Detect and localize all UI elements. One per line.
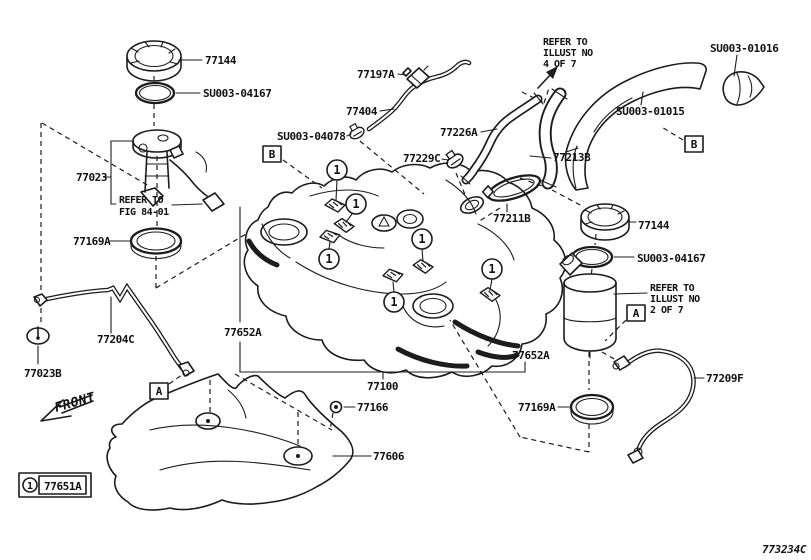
fuel-filter-drawing	[559, 252, 617, 359]
front-indicator-label: FRONT	[53, 390, 98, 416]
legend-marker-digit: 1	[27, 481, 33, 492]
cushion-marker: 1	[411, 228, 433, 250]
tank-bracket-lines	[239, 206, 526, 380]
cushion-markers: 1 1 1 1 1 1	[318, 159, 503, 313]
legend-box: 1 77651A	[18, 472, 92, 498]
protector-upper-drawing	[722, 71, 765, 106]
label-tank-cushion-right[interactable]: 77652A	[512, 349, 551, 362]
callout-a-right-label: A	[633, 307, 640, 320]
note-refer-illust4-line1: REFER TO	[543, 37, 588, 48]
marker-digit: 1	[333, 163, 340, 177]
cushion-marker: 1	[383, 291, 405, 313]
marker-digit: 1	[325, 252, 332, 266]
note-refer-illust2-line2: ILLUST NO	[650, 294, 700, 305]
grommet-drawing	[26, 326, 50, 345]
note-refer-fig-line1: REFER TO	[119, 195, 164, 206]
label-filler-ring[interactable]: 77211B	[493, 212, 532, 225]
shield-grommet-drawing	[329, 400, 343, 414]
note-refer-illust4-line2: ILLUST NO	[543, 48, 593, 59]
protector-outer-drawing	[564, 62, 707, 191]
label-protector-shield[interactable]: 77606	[373, 450, 405, 463]
note-refer-illust2-line1: REFER TO	[650, 283, 695, 294]
label-pump-ring-left[interactable]: 77169A	[73, 235, 112, 248]
tube-clamp-drawing	[345, 120, 367, 142]
diagram-code: 773234C	[762, 543, 807, 556]
label-fuel-cap-left[interactable]: 77144	[205, 54, 237, 67]
marker-digit: 1	[390, 295, 397, 309]
label-breather-tube[interactable]: 77204C	[97, 333, 135, 346]
heat-shield-drawing	[106, 373, 354, 511]
tank-cushion-strip	[475, 349, 520, 360]
callout-b-right[interactable]: B	[684, 135, 704, 153]
label-grommet[interactable]: 77023B	[24, 367, 63, 380]
tank-cushion-strip	[452, 319, 521, 349]
label-cap-gasket-left[interactable]: SU003-04167	[203, 87, 272, 100]
pump-ring-right-drawing	[569, 393, 615, 425]
fuel-tube-right-drawing	[612, 348, 696, 464]
marker-digit: 1	[418, 232, 425, 246]
cushion-marker: 1	[481, 258, 503, 280]
label-tube-connector[interactable]: 77197A	[357, 68, 396, 81]
label-breather-tube-upper[interactable]: 77404	[346, 105, 378, 118]
label-tank-cushion-left[interactable]: 77652A	[224, 326, 263, 339]
pump-ring-left-drawing	[129, 227, 183, 260]
label-fuel-cap-right[interactable]: 77144	[638, 219, 670, 232]
label-pump-ring-right[interactable]: 77169A	[518, 401, 557, 414]
label-filler-hose[interactable]: 77213B	[553, 151, 592, 164]
callout-a-right[interactable]: A	[626, 304, 646, 322]
front-direction-arrow	[40, 394, 94, 422]
legend-part-number[interactable]: 77651A	[44, 480, 83, 493]
label-protector-upper[interactable]: SU003-01016	[710, 42, 780, 55]
label-fuel-pump-assembly[interactable]: 77023	[76, 171, 108, 184]
label-shield-grommet[interactable]: 77166	[357, 401, 389, 414]
tube-connector-drawing	[402, 65, 430, 89]
tank-cushion-strip	[395, 346, 470, 369]
refer-illust-4-arrow	[537, 66, 558, 89]
label-tube-clamp[interactable]: SU003-04078	[277, 130, 346, 143]
tank-cushion-strip	[246, 238, 280, 268]
fuel-cap-right-drawing	[580, 203, 630, 241]
cushion-marker: 1	[345, 193, 367, 215]
callout-b-right-label: B	[691, 138, 698, 151]
label-fuel-tank[interactable]: 77100	[367, 380, 399, 393]
leader-lines	[37, 54, 738, 457]
fuel-tank-drawing	[243, 162, 567, 379]
filler-hose-drawing	[538, 87, 568, 190]
note-refer-fig-line2: FIG 84-01	[119, 207, 169, 218]
marker-digit: 1	[352, 197, 359, 211]
callout-b-left[interactable]: B	[262, 145, 282, 163]
label-fuel-tube-right[interactable]: 77209F	[706, 372, 744, 385]
fuel-pump-drawing	[132, 129, 225, 212]
callout-a-left-label: A	[156, 385, 163, 398]
marker-digit: 1	[488, 262, 495, 276]
callout-b-left-label: B	[269, 148, 276, 161]
cushion-marker: 1	[326, 159, 348, 181]
note-refer-illust2-line3: 2 OF 7	[650, 305, 684, 316]
fuel-cap-left-drawing	[126, 40, 182, 82]
breather-tube-drawing	[33, 282, 195, 377]
note-refer-illust4-line3: 4 OF 7	[543, 59, 577, 70]
breather-hose-drawing	[460, 92, 544, 185]
label-cap-gasket-right[interactable]: SU003-04167	[637, 252, 706, 265]
cushion-marker: 1	[318, 248, 340, 270]
label-hose-clamp[interactable]: 77229C	[403, 152, 441, 165]
filler-ring-drawing	[481, 174, 542, 202]
cap-gasket-left-drawing	[134, 81, 176, 105]
label-breather-hose[interactable]: 77226A	[440, 126, 479, 139]
label-protector-outer[interactable]: SU003-01015	[616, 105, 685, 118]
callout-a-left[interactable]: A	[149, 382, 169, 400]
